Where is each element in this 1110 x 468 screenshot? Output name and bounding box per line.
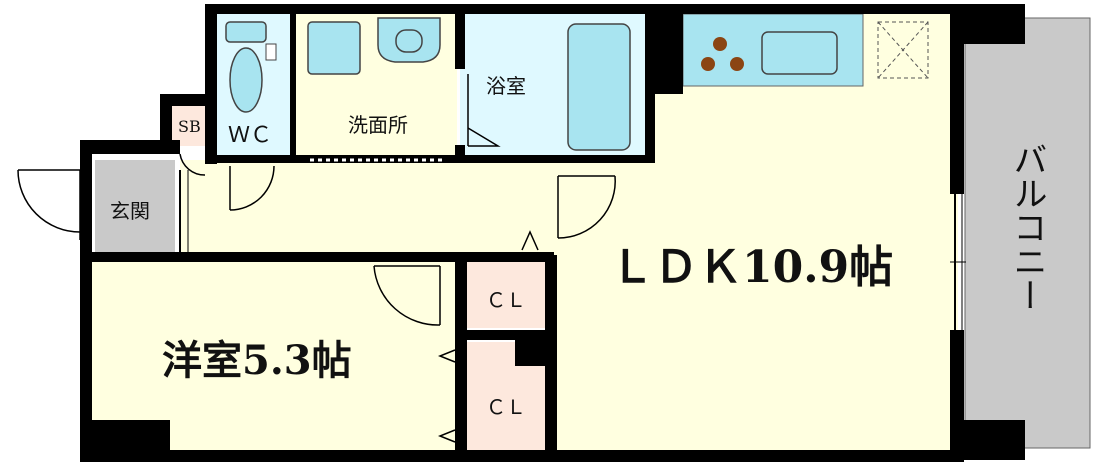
burner-icon [713, 37, 727, 51]
balcony-floor [964, 17, 1091, 449]
balcony-label: バルコニー [1007, 142, 1047, 312]
doors [17, 74, 616, 443]
closet-bottom-label: ＣＬ [486, 395, 526, 419]
entrance-floor [95, 160, 175, 252]
hallway-floor [180, 160, 550, 256]
bath-label: 浴室 [486, 74, 526, 98]
shoe-box-label: SB [178, 117, 201, 136]
wc-label: ＷＣ [228, 123, 272, 148]
washing-machine [307, 21, 361, 75]
closet-top-floor [466, 262, 548, 328]
closet-top-label: ＣＬ [486, 288, 526, 312]
burner-icon [701, 57, 715, 71]
bathtub [567, 23, 631, 151]
toilet-tank [225, 21, 267, 43]
washroom-label: 洗面所 [348, 113, 408, 137]
ldk-label: ＬＤＫ10.9帖 [610, 242, 893, 293]
entrance-label: 玄関 [110, 199, 150, 223]
western-room-label: 洋室5.3帖 [162, 337, 352, 384]
toilet-bowl [229, 47, 263, 113]
burner-icon [730, 57, 744, 71]
kitchen-sink [761, 31, 838, 75]
fridge-space [877, 21, 929, 79]
